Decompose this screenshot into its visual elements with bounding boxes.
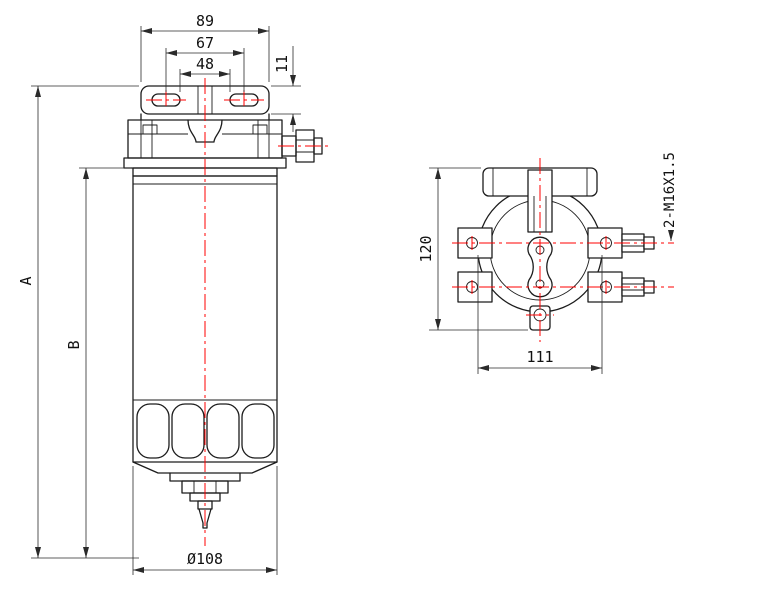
front-view: 89 67 48 11 A B: [17, 12, 330, 575]
dim-67-label: 67: [196, 34, 214, 52]
dim-A-label: A: [17, 276, 35, 285]
side-centerlines: [452, 158, 674, 342]
front-dimensions: 89 67 48 11 A B: [17, 12, 301, 575]
inlet-port-fitting: [281, 129, 323, 163]
dim-B-label: B: [65, 340, 83, 349]
side-view: 120 111 2-M16X1.5: [417, 152, 678, 374]
dim-48-label: 48: [196, 55, 214, 73]
front-centerlines: [146, 78, 330, 546]
dim-108-label: Ø108: [187, 550, 223, 568]
dim-89-label: 89: [196, 12, 214, 30]
dim-11-label: 11: [273, 55, 291, 73]
side-dimensions: 120 111 2-M16X1.5: [417, 152, 678, 374]
thread-spec-label: 2-M16X1.5: [662, 152, 678, 228]
bowl-hex-grip: [136, 403, 275, 459]
dim-111-label: 111: [526, 348, 553, 366]
dim-120-label: 120: [417, 235, 435, 262]
